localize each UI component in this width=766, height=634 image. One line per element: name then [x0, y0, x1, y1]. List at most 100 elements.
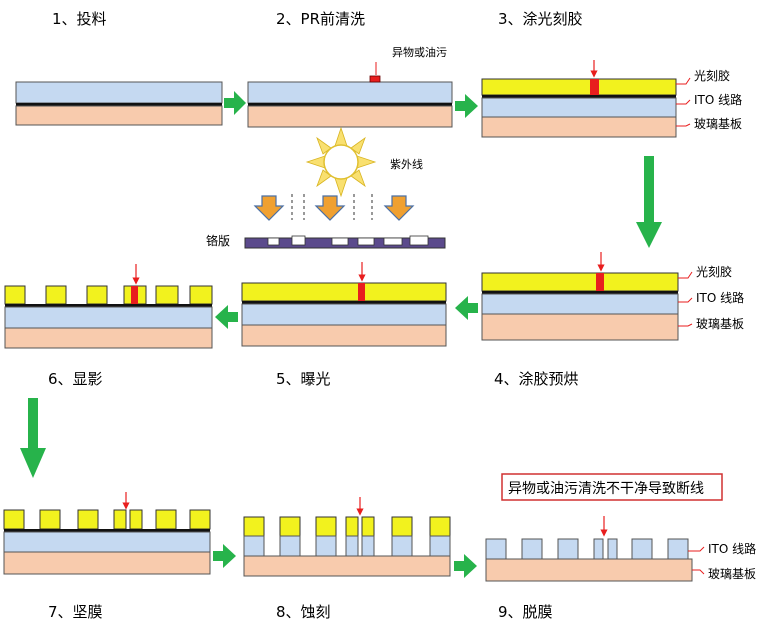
glass-substrate: [3, 551, 211, 575]
glass-substrate: [481, 313, 679, 341]
photoresist-pattern: [155, 285, 179, 305]
step-2-stack: 异物或油污: [247, 45, 453, 128]
interface-line: [482, 291, 678, 294]
photoresist-label: 光刻胶: [696, 264, 732, 279]
glass-substrate: [4, 327, 213, 349]
leader-line: [676, 77, 691, 85]
warning-box: [501, 473, 723, 501]
photoresist-pattern: [77, 509, 99, 530]
contaminant-label: 异物或油污: [392, 45, 447, 59]
glass-substrate: [15, 105, 223, 126]
interface-line: [248, 103, 452, 106]
ito-layer: [4, 306, 213, 329]
ito-label: ITO 线路: [694, 92, 742, 107]
step-9-stack: ITO 线路 玻璃基板: [485, 516, 756, 582]
ito-line: [631, 538, 653, 560]
photoresist-pattern: [279, 516, 301, 537]
photoresist-pattern: [361, 516, 375, 537]
step-1-stack: [15, 81, 223, 126]
chrome-mask: [244, 235, 446, 249]
glass-label: 玻璃基板: [694, 117, 742, 131]
step-3-stack: 光刻胶 ITO 线路 玻璃基板: [481, 60, 742, 138]
mask-label: 铬版: [206, 233, 230, 248]
ito-layer: [241, 303, 447, 326]
defect-particle: [131, 286, 138, 304]
leader-line: [692, 569, 705, 575]
leader-line: [678, 271, 693, 279]
flow-arrow-right: [224, 91, 246, 115]
flow-arrow-down: [636, 156, 662, 248]
glass-substrate: [241, 324, 447, 347]
photoresist-layer: [481, 272, 679, 292]
step-9-label: 9、脱膜: [498, 603, 553, 621]
leader-line: [688, 546, 705, 552]
interface-line: [4, 529, 210, 532]
step-4-stack: 光刻胶 ITO 线路 玻璃基板: [481, 252, 744, 341]
ito-line: [243, 535, 265, 557]
contaminant-particle: [369, 75, 381, 83]
flow-arrow-down: [20, 398, 46, 478]
glass-substrate: [485, 558, 693, 582]
ito-layer: [247, 81, 453, 104]
interface-line: [482, 95, 676, 98]
photoresist-pattern: [113, 509, 127, 530]
step-8-label: 8、蚀刻: [276, 603, 331, 621]
ito-line: [315, 535, 337, 557]
ito-line: [391, 535, 413, 557]
defect-particle: [596, 273, 604, 291]
ito-line: [485, 538, 507, 560]
glass-label: 玻璃基板: [708, 567, 756, 581]
leader-line: [678, 297, 693, 303]
leader-line: [676, 123, 691, 127]
sun-icon: [305, 126, 377, 198]
step-6-stack: [4, 264, 213, 349]
ito-line: [667, 538, 689, 560]
ito-label: ITO 线路: [696, 290, 744, 305]
ito-layer: [481, 97, 677, 118]
photoresist-pattern: [315, 516, 337, 537]
light-path-lines: [291, 194, 373, 220]
ito-line: [607, 538, 618, 560]
leader-line: [676, 99, 691, 105]
photoresist-label: 光刻胶: [694, 68, 730, 83]
step-3-label: 3、涂光刻胶: [498, 10, 583, 28]
flow-arrow-right: [213, 544, 236, 568]
defect-particle: [358, 283, 365, 301]
flow-arrow-right: [454, 554, 477, 578]
flow-arrow-right: [455, 94, 478, 118]
ito-layer: [15, 81, 223, 104]
photoresist-pattern: [45, 285, 67, 305]
ito-line: [593, 538, 604, 560]
photoresist-pattern: [39, 509, 61, 530]
photoresist-pattern: [4, 285, 26, 305]
photoresist-pattern: [189, 509, 211, 530]
step-7-stack: [3, 492, 211, 575]
ito-line: [429, 535, 451, 557]
interface-line: [16, 103, 222, 106]
step-2-label: 2、PR前清洗: [276, 10, 365, 28]
uv-arrow-icon: [383, 195, 415, 221]
leader-line: [678, 323, 693, 327]
glass-label: 玻璃基板: [696, 317, 744, 331]
ito-line: [521, 538, 543, 560]
ito-line: [345, 535, 359, 557]
photoresist-pattern: [243, 516, 265, 537]
uv-arrow-icon: [253, 195, 285, 221]
step-8-stack: [243, 497, 451, 577]
glass-substrate: [247, 105, 453, 128]
photoresist-pattern: [345, 516, 359, 537]
photoresist-pattern: [391, 516, 413, 537]
glass-substrate: [481, 116, 677, 138]
photoresist-pattern: [189, 285, 213, 305]
photoresist-pattern: [3, 509, 25, 530]
step-6-label: 6、显影: [48, 370, 103, 388]
interface-line: [5, 304, 212, 307]
ito-layer: [481, 293, 679, 315]
interface-line: [242, 301, 446, 304]
ito-line: [557, 538, 579, 560]
uv-arrow-icon: [314, 195, 346, 221]
ito-line: [279, 535, 301, 557]
defect-particle: [590, 79, 599, 95]
flow-arrow-left: [455, 296, 478, 320]
